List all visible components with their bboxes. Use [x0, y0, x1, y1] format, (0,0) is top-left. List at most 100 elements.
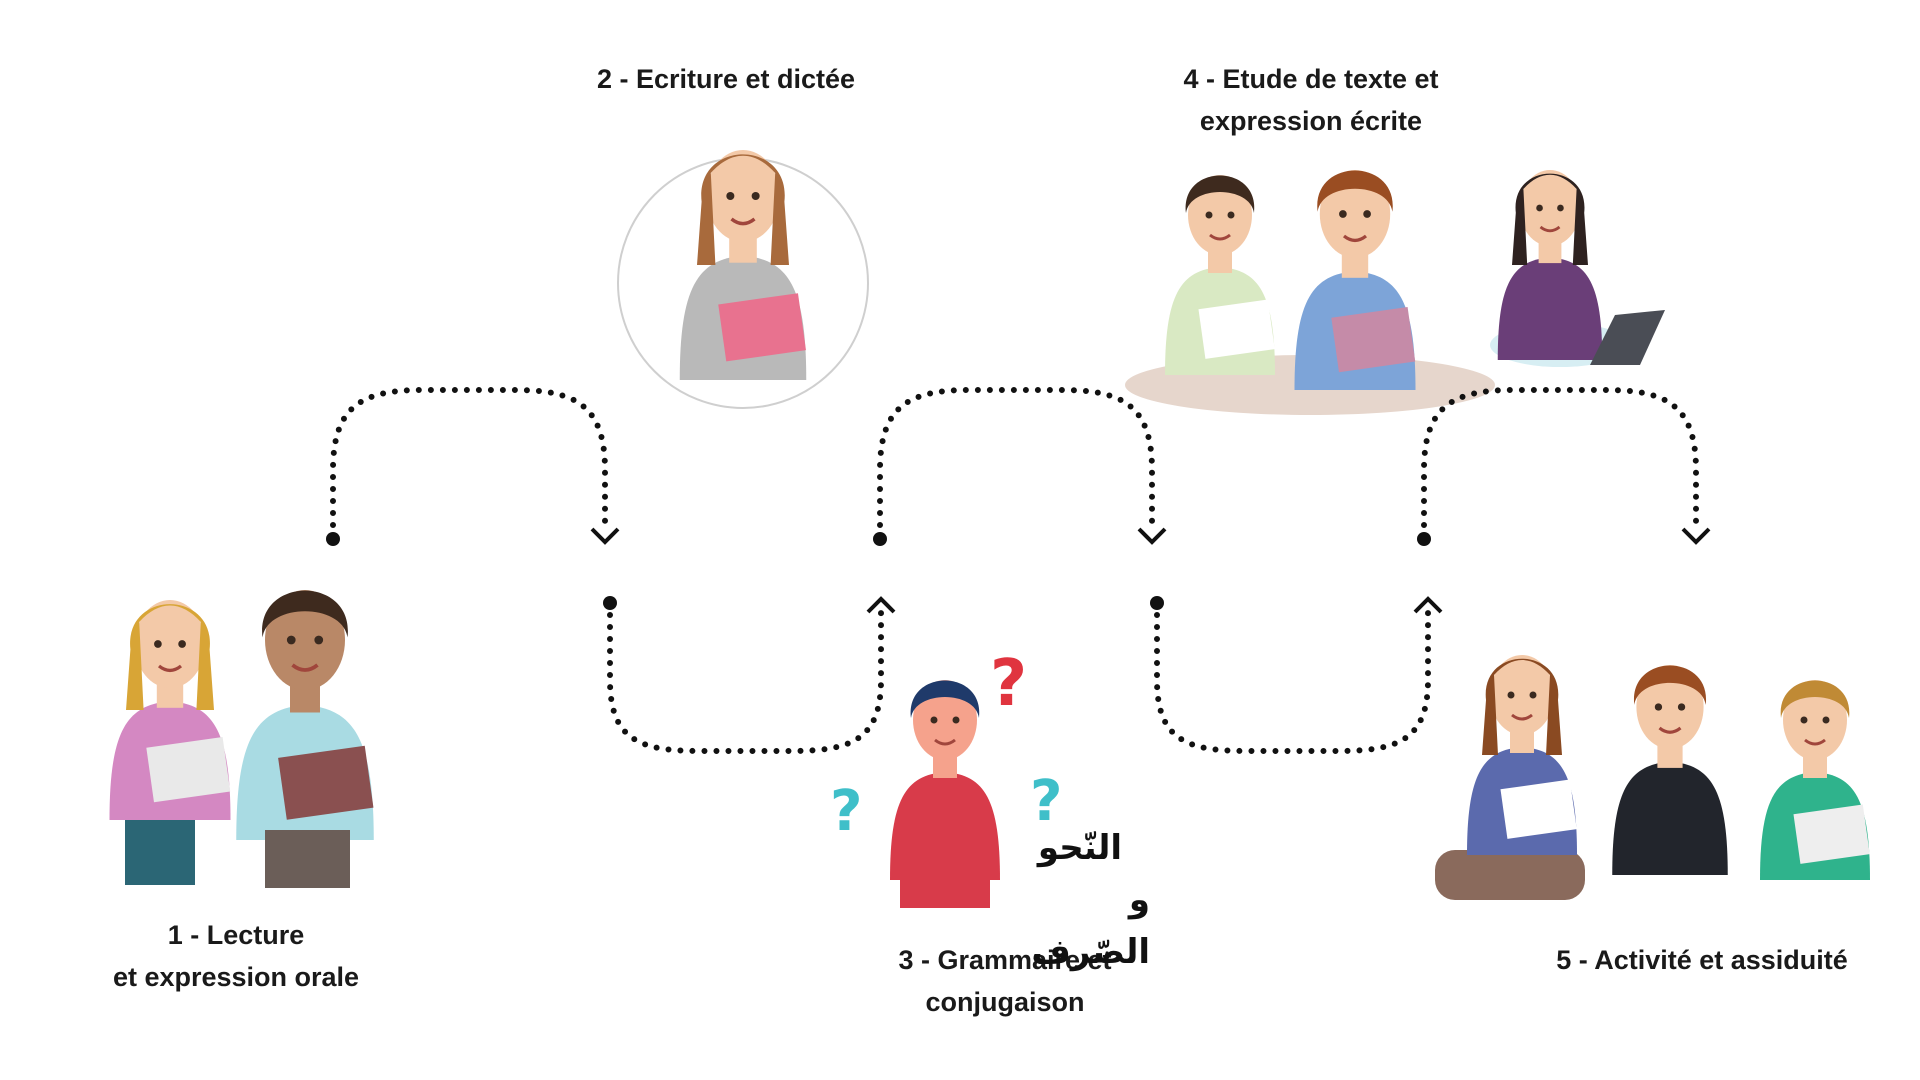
dotted-path	[607, 609, 884, 754]
illustration-boy-studying	[1294, 170, 1416, 390]
start-dot	[873, 532, 887, 546]
step-4-title-line1: 4 - Etude de texte et	[1183, 64, 1439, 94]
dotted-path	[1154, 609, 1431, 754]
book	[1198, 299, 1275, 359]
step-1-title-line1: 1 - Lecture	[167, 920, 305, 950]
dotted-path	[1421, 387, 1699, 533]
illustration-girl-paper	[1760, 680, 1870, 880]
hair	[1633, 665, 1707, 705]
mouth	[1539, 225, 1561, 233]
mouth	[1511, 713, 1533, 721]
mouth	[1342, 234, 1368, 243]
eye	[751, 191, 760, 201]
laptop-icon	[1590, 310, 1665, 365]
connector-arc-top-1	[326, 387, 620, 546]
step-3-label: 3 - Grammaire et conjugaison	[898, 939, 1111, 1023]
eye	[1536, 204, 1543, 212]
hair	[697, 154, 789, 265]
legs	[125, 820, 195, 885]
eye	[286, 635, 296, 645]
book	[278, 745, 374, 820]
torso	[1497, 257, 1603, 360]
mouth	[157, 664, 183, 673]
face	[1490, 655, 1554, 735]
desk	[1435, 850, 1585, 900]
face	[134, 600, 206, 688]
eye	[1822, 716, 1830, 724]
shirt-bottom	[900, 860, 990, 908]
mouth	[730, 217, 756, 226]
step-2-label: 2 - Ecriture et dictée	[597, 58, 855, 100]
book	[718, 293, 806, 362]
connector-arc-top-2	[873, 387, 1167, 546]
eye	[314, 635, 324, 645]
book	[1793, 804, 1870, 864]
eye	[726, 191, 735, 201]
face	[1519, 170, 1581, 246]
torso	[1612, 761, 1728, 875]
eye	[178, 640, 186, 648]
face	[706, 150, 780, 242]
mouth	[1804, 738, 1826, 746]
illustration-girl-writing	[679, 150, 807, 380]
question-mark-icon: ?	[990, 647, 1027, 721]
step-1-title-line2: et expression orale	[112, 962, 360, 992]
arrow-up-icon	[866, 596, 896, 614]
step-4-label: 4 - Etude de texte et expression écrite	[1183, 58, 1438, 142]
eye	[1800, 716, 1808, 724]
eye	[1654, 703, 1663, 711]
step-3-arabic-label: النّحو و الصّرف	[1010, 822, 1150, 978]
face	[913, 680, 977, 760]
illustration-girl-drawing	[1467, 655, 1577, 855]
hair	[1482, 658, 1562, 755]
book	[146, 737, 231, 803]
dotted-path	[330, 387, 608, 533]
eye	[154, 640, 162, 648]
eye	[1227, 211, 1235, 219]
eye	[930, 716, 938, 724]
book	[1500, 779, 1577, 839]
start-dot	[326, 532, 340, 546]
eye	[1677, 703, 1686, 711]
face	[1188, 175, 1252, 255]
connector-arc-bottom-1	[603, 596, 896, 754]
eye	[952, 716, 960, 724]
step-4-title-line2: expression écrite	[1199, 106, 1423, 136]
step-5-title-line1: 5 - Activité et assiduité	[1556, 945, 1848, 975]
dotted-path	[877, 387, 1155, 533]
start-dot	[1150, 596, 1164, 610]
question-mark-icon: ?	[1030, 769, 1062, 834]
face	[1319, 170, 1391, 258]
hair	[126, 604, 214, 710]
legs	[265, 830, 350, 888]
arrow-down-icon	[1137, 527, 1167, 545]
arabic-line1: النّحو	[1037, 828, 1122, 868]
hair	[910, 680, 980, 718]
face	[265, 590, 345, 690]
illustration-girl-laptop	[1497, 170, 1603, 360]
illustration-thinking-boy	[890, 680, 1000, 880]
hair	[262, 590, 348, 638]
hair	[1780, 680, 1850, 718]
eye	[1507, 691, 1515, 699]
eye	[1557, 204, 1564, 212]
face	[1783, 680, 1847, 760]
mouth	[1209, 233, 1231, 241]
hair	[1317, 170, 1393, 212]
illustration-boy-reading	[236, 590, 374, 840]
step-3-title-line2: conjugaison	[925, 987, 1085, 1017]
eye	[1363, 210, 1371, 218]
illustration-girl-reading	[109, 600, 231, 820]
start-dot	[603, 596, 617, 610]
face	[1636, 665, 1704, 749]
step-1-label: 1 - Lecture et expression orale	[113, 914, 359, 998]
connector-arc-bottom-2	[1150, 596, 1443, 754]
hair	[1512, 173, 1588, 265]
arrow-down-icon	[1681, 527, 1711, 545]
step-2-title-line1: 2 - Ecriture et dictée	[596, 64, 856, 94]
eye	[1339, 210, 1347, 218]
step-5-label: 5 - Activité et assiduité	[1556, 939, 1848, 981]
torso	[890, 772, 1000, 880]
hair	[1185, 175, 1255, 213]
